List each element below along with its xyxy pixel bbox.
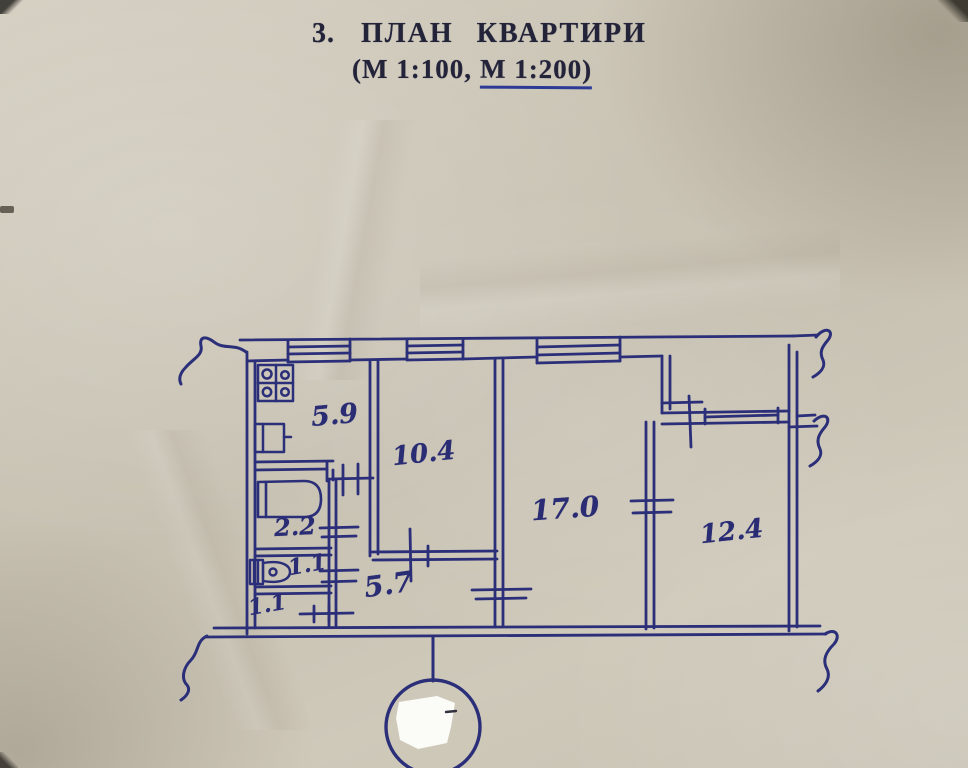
break-mark-bottom-left (179, 634, 209, 702)
window-room-small-icon (405, 337, 465, 362)
wall-toilet-bottom (253, 584, 333, 596)
window-balcony-icon (703, 406, 780, 426)
whiteout-patch (396, 696, 458, 749)
wall-room-small-bottom (368, 549, 499, 562)
room-area-label-kitchen: 5.9 (309, 398, 360, 433)
sink-icon (253, 422, 293, 454)
break-mark-top-right (811, 328, 832, 379)
stove-icon (256, 363, 295, 403)
paper-edge-mark (0, 206, 14, 213)
window-living-icon (535, 335, 622, 365)
window-kitchen-icon (286, 337, 352, 364)
wall-bathroom-bottom (253, 546, 333, 558)
left-wall (245, 350, 257, 636)
wall-room-small-living (493, 356, 505, 629)
stamp-circle (384, 635, 482, 768)
right-wall (787, 343, 799, 633)
room-area-label-bathroom: 2.2 (273, 510, 317, 543)
page-title: 3. ПЛАН КВАРТИРИ (312, 18, 647, 50)
balcony-walls (660, 354, 791, 426)
right-mid-wall (787, 413, 819, 429)
door-mark-living (470, 587, 533, 601)
door-mark-room-small (408, 527, 430, 583)
break-mark-bottom-right (816, 630, 839, 693)
wall-kitchen-bottom (253, 459, 375, 483)
door-mark-kitchen (341, 462, 360, 497)
title-number: 3. (312, 18, 335, 49)
break-mark-top-left (178, 336, 248, 386)
wall-bathroom-right (327, 477, 338, 629)
bathtub-icon (256, 479, 323, 519)
door-mark-room-right (629, 498, 675, 515)
bottom-wall (204, 624, 828, 639)
wall-living-room-right (644, 420, 656, 631)
title-scale: (М 1:100, М 1:200) (352, 53, 593, 90)
scale-normal: (М 1:100, (352, 54, 480, 84)
wall-kitchen-room-small (368, 358, 380, 558)
door-mark-bathroom (318, 525, 360, 539)
door-mark-toilet (318, 568, 360, 584)
top-wall (238, 333, 820, 363)
room-area-label-hallway: 5.7 (361, 564, 415, 605)
toilet-icon (248, 558, 292, 586)
door-mark-balcony (687, 394, 693, 449)
title-text: ПЛАН КВАРТИРИ (361, 18, 647, 49)
break-mark-mid-right (808, 414, 830, 468)
room-area-label-living: 17.0 (529, 489, 601, 528)
door-mark-storage (298, 603, 355, 624)
